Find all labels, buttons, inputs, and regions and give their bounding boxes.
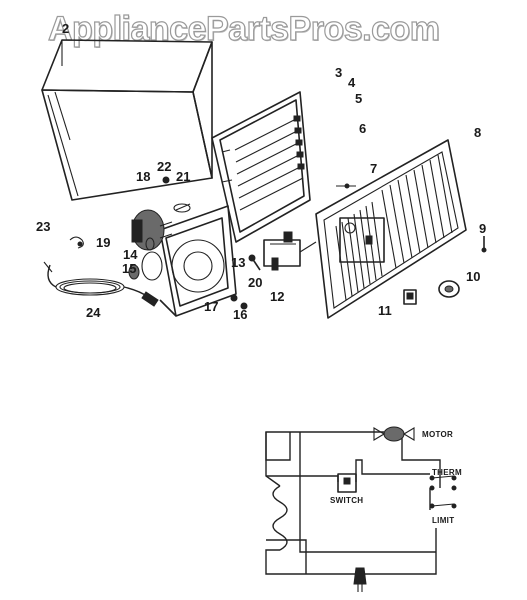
part-21-clip: [173, 203, 191, 213]
part-13-bracket: [159, 205, 237, 317]
wiring-diagram: [265, 426, 457, 592]
part-12-thermostat: [263, 231, 317, 271]
callout-18: 18: [136, 169, 151, 184]
part-17-screw: [230, 294, 238, 302]
callout-23: 23: [36, 219, 51, 234]
part-23-connector: [69, 236, 84, 249]
callout-9: 9: [479, 221, 487, 236]
callout-21: 21: [176, 169, 191, 184]
part-9-screw: [481, 236, 487, 253]
callout-11: 11: [378, 303, 392, 318]
wiring-label-limit: LIMIT: [432, 516, 455, 525]
part-8-front-grille: [315, 139, 467, 319]
callout-10: 10: [466, 269, 481, 284]
part-20-shaft: [248, 254, 261, 271]
part-18-motor: [131, 209, 173, 251]
part-14-fan: [128, 251, 163, 281]
part-24-power-cord: [43, 261, 159, 307]
callout-2: 2: [62, 21, 70, 36]
wiring-label-switch: SWITCH: [330, 496, 364, 505]
wiring-label-therm: THERM: [432, 468, 462, 477]
callout-7: 7: [370, 161, 378, 176]
callout-3: 3: [335, 65, 343, 80]
part-22-screw: [162, 176, 170, 184]
callout-15: 15: [122, 261, 137, 276]
callout-8: 8: [474, 125, 482, 140]
part-2-cabinet: [41, 39, 213, 201]
callout-19: 19: [96, 235, 111, 250]
callout-16: 16: [233, 307, 248, 322]
callout-14: 14: [123, 247, 138, 262]
part-10-knob: [438, 280, 460, 298]
callout-6: 6: [359, 121, 367, 136]
watermark: AppliancePartsPros.com: [47, 9, 440, 48]
callout-17: 17: [204, 299, 219, 314]
part-19-knob: [145, 237, 155, 251]
callout-5: 5: [355, 91, 363, 106]
part-6-element-frame: [211, 91, 311, 243]
part-11-switch: [403, 289, 417, 305]
callout-22: 22: [157, 159, 172, 174]
part-16-screw: [240, 302, 248, 310]
callout-20: 20: [248, 275, 263, 290]
callout-24: 24: [86, 305, 101, 320]
callout-4: 4: [348, 75, 356, 90]
callout-13: 13: [231, 255, 246, 270]
callout-12: 12: [270, 289, 285, 304]
wiring-label-motor: MOTOR: [422, 430, 454, 439]
